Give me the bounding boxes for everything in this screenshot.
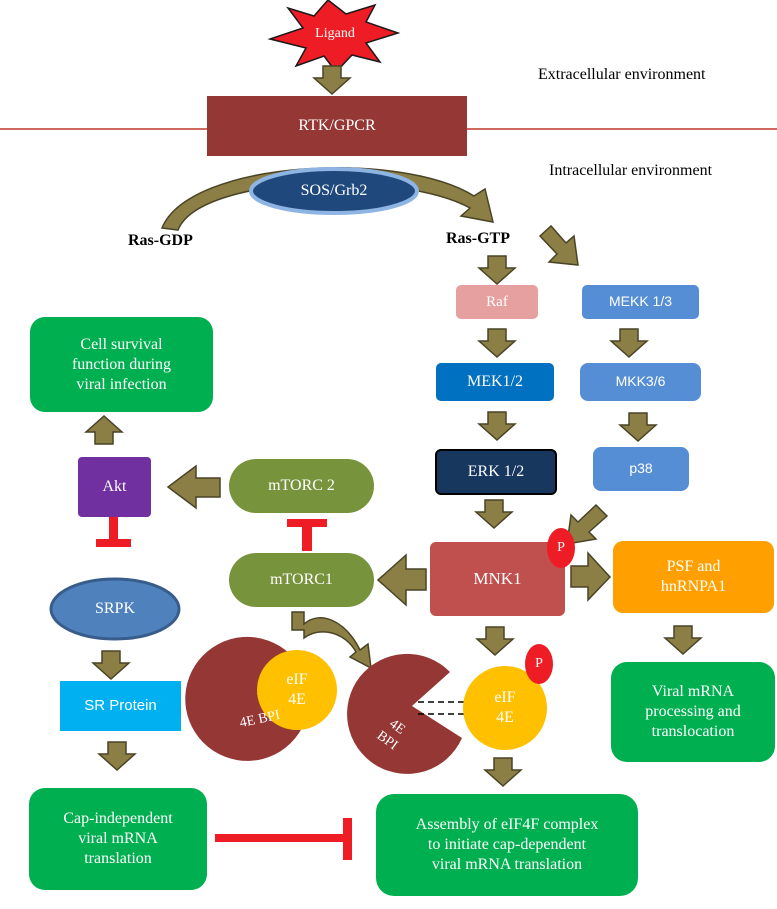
inhibit-mtorc2-mtorc1-stem xyxy=(302,519,312,551)
mekk-box xyxy=(582,285,699,319)
arrow-srpk-sr xyxy=(92,650,130,680)
raf-box xyxy=(456,285,538,319)
arrow-ligand-rtk xyxy=(313,65,351,95)
extracellular-label: Extracellular environment xyxy=(538,66,706,83)
ras-gdp-label: Ras-GDP xyxy=(128,232,193,249)
arrow-akt-survival xyxy=(85,415,123,445)
mtorc2-label: mTORC 2 xyxy=(268,477,335,494)
sos-grb2-label: SOS/Grb2 xyxy=(300,182,368,199)
inhibit-cap-assembly-stem xyxy=(215,834,347,842)
eif4e-bound-circle xyxy=(257,650,337,730)
eif-phospho-label: P xyxy=(535,656,543,672)
raf-label: Raf xyxy=(486,293,508,310)
arrow-mekk-mkk xyxy=(610,328,648,358)
arrow-mnk1-psf xyxy=(570,551,612,602)
p38-label: p38 xyxy=(629,460,653,477)
sr-protein-label: SR Protein xyxy=(84,696,157,714)
cell-survival-label: Cell survival function during viral infe… xyxy=(71,335,172,393)
eif-phospho-circle xyxy=(525,644,553,684)
akt-box xyxy=(78,457,151,517)
arrow-p38-mnk1 xyxy=(566,503,609,545)
bpi-right-shape xyxy=(347,653,462,774)
mekk-label: MEKK 1/3 xyxy=(608,293,673,310)
rtk-gpcr-bar xyxy=(207,96,467,156)
mnk1-box xyxy=(430,542,565,616)
mek-box xyxy=(436,363,554,401)
mnk1-phospho-label: P xyxy=(557,540,565,556)
p38-box xyxy=(593,447,689,491)
sr-protein-box xyxy=(60,681,181,731)
mnk1-phospho-circle xyxy=(547,528,575,568)
sos-grb2-ellipse xyxy=(249,167,419,215)
cap-independent-box xyxy=(29,788,207,890)
arrow-eif-assembly xyxy=(484,757,522,787)
arrow-mtorc2-akt xyxy=(166,464,221,510)
arrow-rasgtp-raf xyxy=(478,255,516,285)
mnk1-label: MNK1 xyxy=(473,569,522,589)
mtorc1-box xyxy=(229,553,374,607)
rtk-gpcr-label: RTK/GPCR xyxy=(298,117,376,134)
inhibit-akt-srpk-stem xyxy=(109,517,118,545)
arrow-mnk1-mtorc1 xyxy=(376,553,427,607)
inhibit-akt-srpk-bar xyxy=(96,539,131,547)
viral-processing-box xyxy=(611,662,775,762)
arrow-psf-viral xyxy=(664,625,702,655)
viral-processing-label: Viral mRNA processing and translocation xyxy=(645,683,741,740)
srpk-label: SRPK xyxy=(94,600,136,617)
eif4e-free-label: eIF 4E xyxy=(494,689,516,726)
eif4e-bound-label: eIF 4E xyxy=(286,671,308,708)
ras-gtp-label: Ras-GTP xyxy=(446,230,510,247)
psf-box xyxy=(613,541,774,613)
mek-label: MEK1/2 xyxy=(467,373,523,390)
inhibit-cap-assembly-bar xyxy=(343,818,352,860)
assembly-label: Assembly of eIF4F complex to initiate ca… xyxy=(415,816,599,873)
psf-label: PSF and hnRNPA1 xyxy=(660,558,727,595)
arrow-mek-erk xyxy=(478,411,516,441)
arrow-mnk1-eif xyxy=(476,626,514,656)
arrow-raf-mek xyxy=(478,328,516,358)
arrow-sr-cap xyxy=(98,741,136,771)
assembly-box xyxy=(376,794,638,896)
mkk-box xyxy=(580,363,701,401)
arrow-erk-mnk1 xyxy=(475,499,513,529)
erk-label: ERK 1/2 xyxy=(467,463,525,480)
arrow-mkk-p38 xyxy=(619,412,657,442)
ligand-label: Ligand xyxy=(315,26,355,42)
cell-survival-box xyxy=(30,317,213,412)
arrow-mtorc1-bpi xyxy=(291,611,372,670)
srpk-ellipse xyxy=(49,577,181,641)
cap-independent-label: Cap-independent viral mRNA translation xyxy=(63,810,173,867)
eif4e-free-circle xyxy=(463,666,547,750)
intracellular-label: Intracellular environment xyxy=(549,162,713,179)
erk-box xyxy=(435,449,557,495)
mkk-label: MKK3/6 xyxy=(615,373,666,390)
mtorc1-label: mTORC1 xyxy=(270,571,333,588)
mtorc2-box xyxy=(229,459,374,513)
akt-label: Akt xyxy=(102,478,127,495)
arrow-rasgtp-mekk xyxy=(538,224,579,266)
